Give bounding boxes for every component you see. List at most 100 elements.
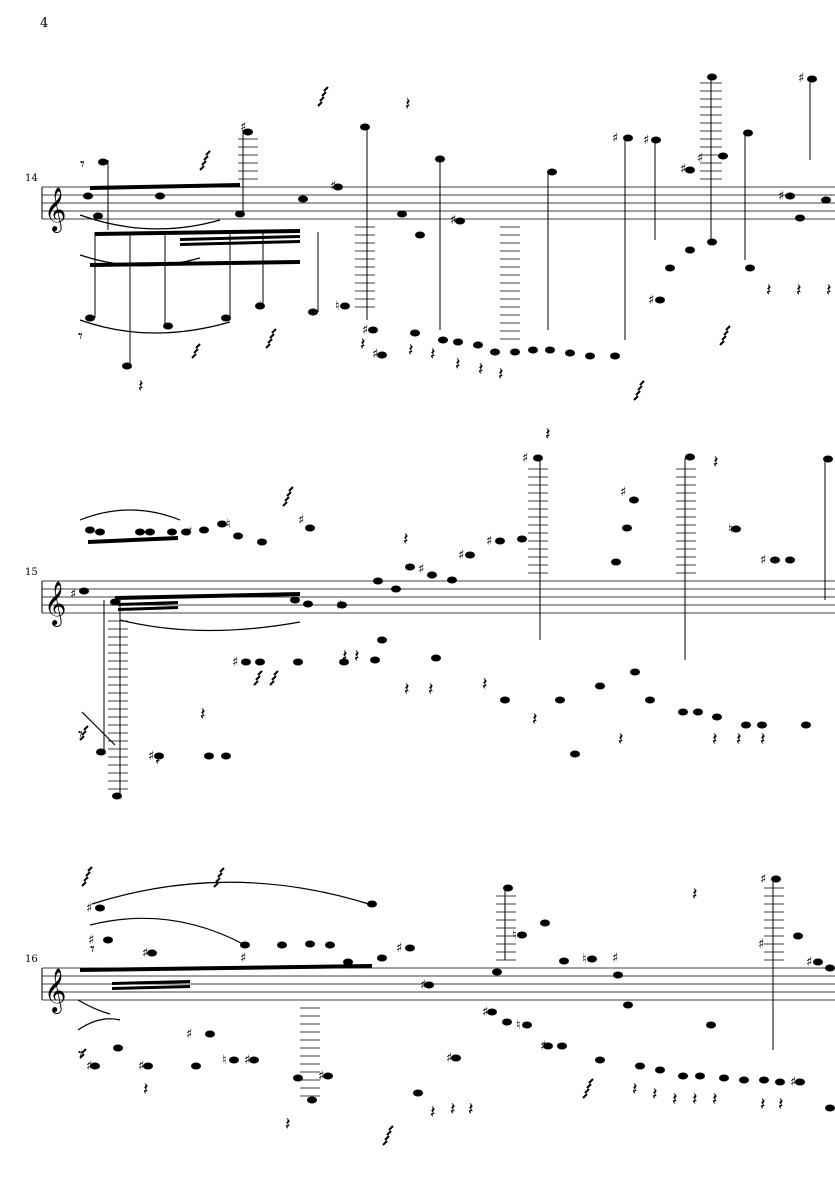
- tremolo-marks: [79, 486, 294, 741]
- sharp-icon: ♯: [88, 933, 94, 948]
- ledger-lines: [108, 468, 696, 790]
- natural-icon: ♮: [222, 1053, 227, 1068]
- sharp-icon: ♯: [138, 1059, 144, 1074]
- quarter-rest-icon: 𝄽: [498, 364, 504, 385]
- tremolo-marks: [79, 866, 594, 1146]
- system-3: 16 𝄞: [25, 866, 835, 1146]
- quarter-rest-icon: 𝄽: [468, 1099, 474, 1120]
- key-signature-sharp-icon: ♯: [70, 587, 76, 602]
- ledger-lines: [238, 82, 722, 340]
- sharp-icon: ♯: [540, 1039, 546, 1054]
- beams: [90, 183, 300, 267]
- sharp-icon: ♯: [778, 189, 784, 204]
- sharp-icon: ♯: [420, 978, 426, 993]
- ledger-lines: [300, 887, 784, 1097]
- quarter-rest-icon: 𝄽: [360, 334, 366, 355]
- quarter-rest-icon: 𝄽: [826, 280, 832, 301]
- sharp-icon: ♯: [186, 525, 192, 540]
- eighth-rest-icon: 𝄾: [78, 1044, 83, 1065]
- quarter-rest-icon: 𝄽: [428, 679, 434, 700]
- treble-clef-icon: 𝄞: [44, 187, 66, 233]
- quarter-rest-icon: 𝄽: [200, 704, 206, 725]
- slurs: [79, 509, 301, 746]
- sharp-icon: ♯: [446, 1051, 452, 1066]
- sharp-icon: ♯: [336, 598, 342, 613]
- sharp-icon: ♯: [86, 901, 92, 916]
- accidentals: ♯ ♯ ♯ ♯ ♯ ♯ ♯ ♯ ♯ ♯ ♯ ♮ ♮: [148, 451, 766, 764]
- sharp-icon: ♯: [244, 1053, 250, 1068]
- sharp-icon: ♯: [396, 941, 402, 956]
- natural-icon: ♮: [582, 952, 587, 967]
- sharp-icon: ♯: [790, 1075, 796, 1090]
- quarter-rest-icon: 𝄽: [404, 679, 410, 700]
- quarter-rest-icon: 𝄽: [405, 94, 411, 115]
- measure-number: 15: [25, 567, 38, 578]
- sharp-icon: ♯: [186, 1027, 192, 1042]
- quarter-rest-icon: 𝄽: [778, 1094, 784, 1115]
- quarter-rest-icon: 𝄽: [430, 1102, 436, 1123]
- sharp-icon: ♯: [680, 162, 686, 177]
- quarter-rest-icon: 𝄽: [672, 1089, 678, 1110]
- quarter-rest-icon: 𝄽: [545, 424, 551, 445]
- rests: 𝄽 𝄽 𝄽 𝄽 𝄽 𝄽 𝄽 𝄽 𝄽 𝄽 𝄽 𝄽 𝄽 𝄽 𝄽 𝄾: [78, 424, 766, 770]
- quarter-rest-icon: 𝄽: [455, 354, 461, 375]
- sharp-icon: ♯: [697, 151, 703, 166]
- sharp-icon: ♯: [612, 951, 618, 966]
- staff-lines: [41, 967, 835, 1001]
- accidentals: ♯ ♯ ♯ ♯ ♯ ♯ ♯ ♯ ♯ ♯ ♯ ♯ ♯ ♯ ♯ ♯ ♯ ♯ ♯ ♮ …: [86, 872, 812, 1090]
- notes: [79, 453, 833, 800]
- beams: [80, 964, 372, 990]
- quarter-rest-icon: 𝄽: [408, 340, 414, 361]
- system-1: 14 𝄞: [25, 71, 835, 401]
- accidentals: ♯ ♯ ♯ ♯ ♯ ♯ ♯ ♯ ♯ ♯ ♯ ♯ ♯ ♮: [240, 71, 804, 362]
- natural-icon: ♮: [516, 1018, 521, 1033]
- natural-icon: ♮: [728, 522, 733, 537]
- quarter-rest-icon: 𝄽: [712, 729, 718, 750]
- natural-icon: ♮: [226, 517, 231, 532]
- quarter-rest-icon: 𝄽: [796, 280, 802, 301]
- sharp-icon: ♯: [330, 179, 336, 194]
- notes: [83, 73, 831, 370]
- eighth-rest-icon: 𝄾: [78, 724, 83, 745]
- quarter-rest-icon: 𝄽: [403, 529, 409, 550]
- sharp-icon: ♯: [612, 131, 618, 146]
- sharp-icon: ♯: [648, 293, 654, 308]
- sharp-icon: ♯: [798, 71, 804, 86]
- rests: 𝄽 𝄽 𝄽 𝄽 𝄽 𝄽 𝄽 𝄽 𝄽 𝄽 𝄽 𝄽 𝄽 𝄾 𝄾: [78, 884, 784, 1135]
- quarter-rest-icon: 𝄽: [736, 729, 742, 750]
- quarter-rest-icon: 𝄽: [354, 646, 360, 667]
- sharp-icon: ♯: [148, 749, 154, 764]
- treble-clef-icon: 𝄞: [44, 581, 66, 627]
- sharp-icon: ♯: [240, 120, 246, 135]
- sharp-icon: ♯: [372, 347, 378, 362]
- quarter-rest-icon: 𝄽: [632, 1079, 638, 1100]
- eighth-rest-icon: 𝄾: [80, 154, 85, 175]
- quarter-rest-icon: 𝄽: [532, 709, 538, 730]
- system-2: 15 𝄞 ♯: [25, 424, 835, 800]
- quarter-rest-icon: 𝄽: [482, 674, 488, 695]
- page-number: 4: [40, 16, 49, 31]
- quarter-rest-icon: 𝄽: [713, 452, 719, 473]
- eighth-rest-icon: 𝄾: [78, 326, 83, 347]
- natural-icon: ♮: [512, 928, 517, 943]
- sharp-icon: ♯: [232, 655, 238, 670]
- slurs: [77, 881, 373, 1031]
- quarter-rest-icon: 𝄽: [342, 646, 348, 667]
- sharp-icon: ♯: [522, 451, 528, 466]
- quarter-rest-icon: 𝄽: [712, 1089, 718, 1110]
- quarter-rest-icon: 𝄽: [760, 1094, 766, 1115]
- quarter-rest-icon: 𝄽: [430, 344, 436, 365]
- quarter-rest-icon: 𝄽: [450, 1099, 456, 1120]
- sharp-icon: ♯: [486, 534, 492, 549]
- quarter-rest-icon: 𝄽: [692, 884, 698, 905]
- rests: 𝄽 𝄽 𝄽 𝄽 𝄽 𝄽 𝄽 𝄽 𝄽 𝄽 𝄽 𝄾 𝄾: [78, 94, 832, 397]
- quarter-rest-icon: 𝄽: [155, 749, 161, 770]
- beams: [88, 536, 300, 611]
- staff-lines: [41, 186, 835, 220]
- sharp-icon: ♯: [643, 133, 649, 148]
- sharp-icon: ♯: [450, 213, 456, 228]
- sharp-icon: ♯: [760, 872, 766, 887]
- sharp-icon: ♯: [482, 1005, 488, 1020]
- sharp-icon: ♯: [298, 513, 304, 528]
